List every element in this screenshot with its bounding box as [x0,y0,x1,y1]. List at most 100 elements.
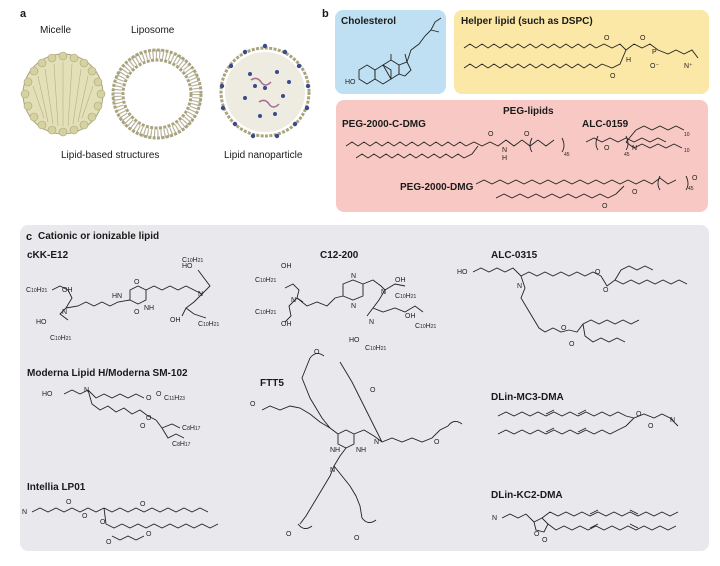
peg-2000-c-dmg-label: PEG-2000-C-DMG [342,119,426,130]
lipid-based-structures-label: Lipid-based structures [61,150,160,161]
svg-text:O⁻: O⁻ [650,63,659,70]
svg-text:C10H21: C10H21 [198,321,219,328]
svg-text:C11H23: C11H23 [164,395,185,402]
panel-c-letter: c [26,231,33,243]
ftt5-label: FTT5 [260,378,284,389]
svg-text:10: 10 [684,148,690,154]
svg-text:O: O [610,73,616,80]
svg-text:O: O [354,535,360,542]
svg-text:C10H21: C10H21 [415,323,436,330]
svg-text:O: O [134,309,140,316]
svg-text:O: O [434,439,440,446]
panel-c-box [20,225,709,551]
peg-lipids-title: PEG-lipids [503,106,554,117]
svg-text:C10H21: C10H21 [50,335,71,342]
svg-text:N: N [84,387,89,394]
svg-text:O: O [603,287,609,294]
liposome-label: Liposome [131,25,175,36]
lnp-illustration [219,43,311,139]
svg-text:C10H21: C10H21 [255,309,276,316]
lipid-nanoparticle-label: Lipid nanoparticle [224,150,303,161]
svg-text:O: O [692,175,698,182]
svg-text:NH: NH [330,447,340,454]
svg-text:N: N [198,291,203,298]
svg-text:O: O [140,501,146,508]
svg-text:N⁺: N⁺ [684,63,693,70]
svg-text:OH: OH [405,313,416,320]
dlin-kc2-dma-structure: N O O [492,509,679,544]
cholesterol-structure: HO [345,17,442,86]
svg-text:10: 10 [684,132,690,138]
svg-text:O: O [542,537,548,544]
svg-text:C10H21: C10H21 [255,277,276,284]
svg-text:O: O [640,35,646,42]
svg-text:O: O [488,131,494,138]
svg-text:45: 45 [688,186,694,192]
intellia-lp01-structure: N O O O O O O [22,499,219,546]
svg-text:O: O [134,279,140,286]
moderna-lipid-label: Moderna Lipid H/Moderna SM-102 [27,368,188,379]
svg-text:O: O [604,35,610,42]
svg-text:O: O [82,513,88,520]
svg-text:O: O [66,499,72,506]
dlin-kc2-dma-label: DLin-KC2-DMA [491,490,563,501]
svg-text:O: O [534,531,540,538]
svg-text:HO: HO [182,263,193,270]
svg-text:N: N [351,303,356,310]
svg-text:H: H [626,57,631,64]
cholesterol-label: Cholesterol [341,16,397,27]
helper-lipid-label: Helper lipid (such as DSPC) [461,16,593,27]
panel-b-letter: b [322,8,329,20]
svg-text:O: O [146,395,152,402]
svg-text:N: N [502,147,507,154]
svg-text:C10H21: C10H21 [395,293,416,300]
svg-text:O: O [648,423,654,430]
alc-0159-label: ALC-0159 [582,119,629,130]
helper-lipid-box: Helper lipid (such as DSPC) O O O P O⁻ N… [454,10,709,94]
dlin-mc3-dma-label: DLin-MC3-DMA [491,392,564,403]
svg-text:O: O [314,349,320,356]
svg-text:C10H21: C10H21 [26,287,47,294]
svg-text:HN: HN [112,293,122,300]
svg-text:HO: HO [345,79,356,86]
svg-text:N: N [291,297,296,304]
svg-text:N: N [632,145,637,152]
liposome-illustration [111,48,203,140]
svg-text:P: P [652,49,657,56]
peg-lipid-structures: O N H O 45 O 45 N 10 10 45 O O O [345,125,698,210]
svg-text:OH: OH [281,263,292,270]
svg-text:OH: OH [281,321,292,328]
svg-text:C10H21: C10H21 [365,345,386,352]
svg-text:O: O [286,531,292,538]
panel-a-letter: a [20,8,27,20]
svg-text:N: N [517,283,522,290]
svg-text:O: O [569,341,575,348]
c12-200-label: C12-200 [320,250,359,261]
svg-text:C10H21: C10H21 [182,257,203,264]
svg-text:O: O [604,145,610,152]
svg-text:N: N [374,439,379,446]
peg-2000-dmg-label: PEG-2000-DMG [400,182,474,193]
svg-text:O: O [250,401,256,408]
moderna-sm102-structure: HO N O O C11H23 O O C8H17 C8H17 [42,387,201,448]
alc-0315-label: ALC-0315 [491,250,538,261]
svg-text:N: N [369,319,374,326]
svg-text:C8H17: C8H17 [172,441,191,448]
svg-text:OH: OH [62,287,73,294]
svg-text:O: O [100,519,106,526]
svg-text:O: O [140,423,146,430]
svg-text:O: O [595,269,601,276]
peg-lipids-box: PEG-lipids PEG-2000-C-DMG ALC-0159 PEG-2… [336,100,708,212]
svg-text:O: O [524,131,530,138]
svg-text:N: N [62,309,67,316]
svg-text:O: O [636,411,642,418]
svg-text:OH: OH [395,277,406,284]
svg-text:H: H [502,155,507,162]
ckk-e12-label: cKK-E12 [27,250,69,261]
svg-text:HO: HO [42,391,53,398]
svg-text:O: O [146,531,152,538]
svg-text:O: O [370,387,376,394]
svg-text:N: N [670,417,675,424]
svg-text:C8H17: C8H17 [182,425,201,432]
svg-text:N: N [22,509,27,516]
